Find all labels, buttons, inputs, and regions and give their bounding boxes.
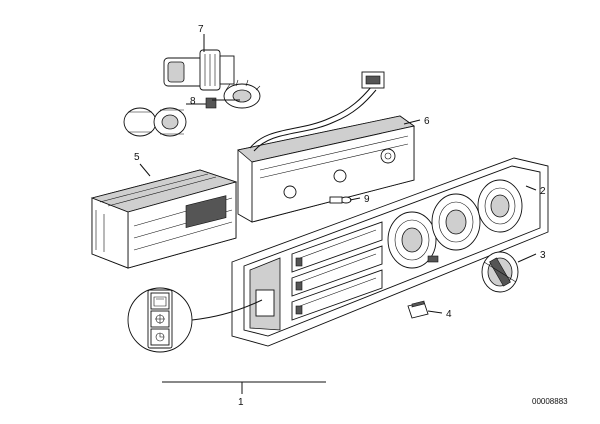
- rotary-switch: [123, 79, 261, 137]
- blower-switch: [163, 34, 235, 91]
- part-label-1: 1: [238, 397, 244, 408]
- front-panel: [231, 157, 549, 347]
- part-label-2: 2: [540, 186, 546, 197]
- part-label-9: 9: [364, 194, 370, 205]
- button-detail-inset: [127, 287, 263, 353]
- part-label-4: 4: [446, 309, 452, 320]
- control-housing: [90, 169, 238, 269]
- push-button: [407, 300, 429, 319]
- part-label-3: 3: [540, 250, 546, 261]
- electronic-module: [237, 71, 415, 223]
- reference-number: 00008883: [532, 397, 568, 406]
- rotary-knob: [481, 251, 519, 293]
- part-label-7: 7: [198, 24, 204, 35]
- bulb: [329, 196, 352, 204]
- leader-lines: [139, 99, 537, 394]
- part-label-8: 8: [190, 96, 196, 107]
- part-label-6: 6: [424, 116, 430, 127]
- part-label-5: 5: [134, 152, 140, 163]
